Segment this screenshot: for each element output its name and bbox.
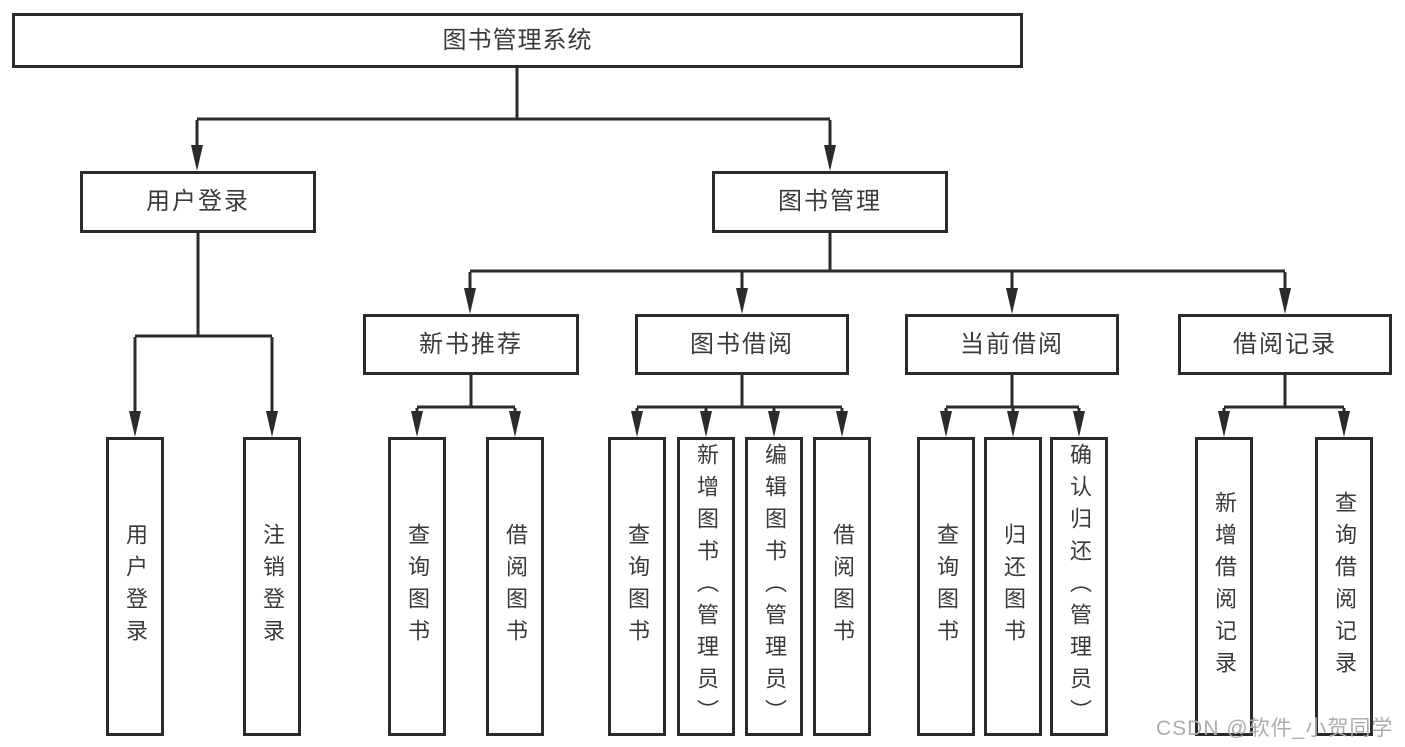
node-leaf-bb-query-books: 查询图书	[608, 437, 666, 736]
node-leaf-cb-query-books: 查询图书	[917, 437, 975, 736]
node-leaf-nb-query-books: 查询图书	[388, 437, 446, 736]
node-leaf-cb-return-books: 归还图书	[984, 437, 1042, 736]
node-leaf-bb-add-books-admin: 新增图书（管理员）	[677, 437, 735, 736]
node-book-management: 图书管理	[712, 171, 948, 233]
node-leaf-br-query-record: 查询借阅记录	[1315, 437, 1373, 736]
node-leaf-logout: 注销登录	[243, 437, 301, 736]
csdn-watermark: CSDN @软件_小贺同学	[1156, 717, 1394, 740]
node-leaf-nb-borrow-books: 借阅图书	[486, 437, 544, 736]
node-user-login: 用户登录	[80, 171, 316, 233]
node-book-borrowing: 图书借阅	[635, 314, 849, 375]
node-leaf-br-add-record: 新增借阅记录	[1195, 437, 1253, 736]
node-leaf-cb-confirm-return-admin: 确认归还（管理员）	[1050, 437, 1108, 736]
node-borrowing-records: 借阅记录	[1178, 314, 1392, 375]
node-leaf-bb-borrow-books: 借阅图书	[813, 437, 871, 736]
node-leaf-bb-edit-books-admin: 编辑图书（管理员）	[745, 437, 803, 736]
node-new-book-recommendation: 新书推荐	[363, 314, 579, 375]
node-current-borrowing: 当前借阅	[905, 314, 1119, 375]
node-library-management-system: 图书管理系统	[12, 13, 1023, 68]
node-leaf-user-login: 用户登录	[106, 437, 164, 736]
